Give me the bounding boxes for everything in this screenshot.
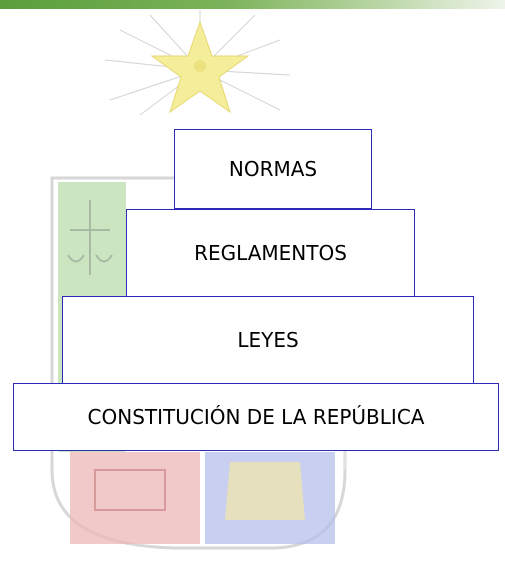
pyramid-level-constitucion: CONSTITUCIÓN DE LA REPÚBLICA [13,383,499,451]
level-label: REGLAMENTOS [194,241,347,265]
pyramid-level-reglamentos: REGLAMENTOS [126,209,415,297]
shield-red-quadrant [70,452,200,544]
level-label: LEYES [237,328,299,352]
pyramid-level-normas: NORMAS [174,129,372,209]
shield-outline [50,176,347,550]
level-label: CONSTITUCIÓN DE LA REPÚBLICA [87,405,425,429]
level-label: NORMAS [228,157,318,181]
pyramid-level-leyes: LEYES [62,296,474,384]
top-accent-bar [0,0,505,9]
